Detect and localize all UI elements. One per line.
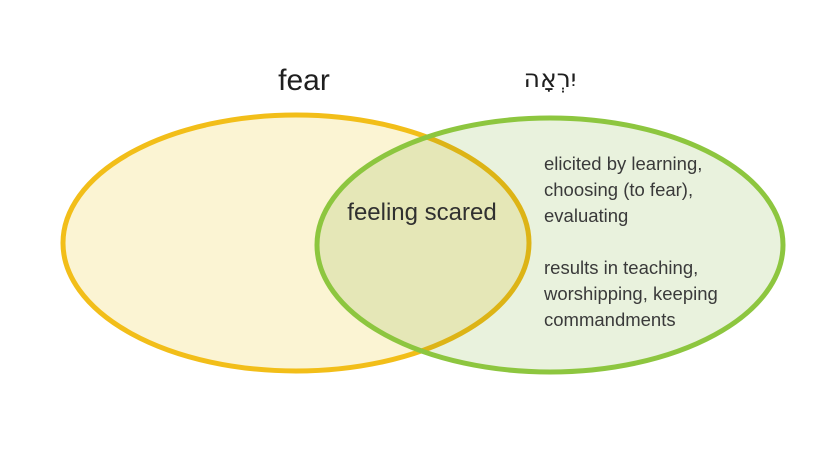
overlap-label: feeling scared	[347, 199, 497, 226]
right-set-ellipse-fill	[317, 118, 783, 372]
right-set-description-2: results in teaching, worshipping, keepin…	[544, 257, 718, 330]
right-set-label-hebrew: יִרְאָה	[523, 64, 577, 93]
left-set-label: fear	[278, 64, 330, 97]
right-set-description-1: elicited by learning, choosing (to fear)…	[544, 153, 703, 226]
right-set-ellipse-outline	[314, 115, 786, 375]
